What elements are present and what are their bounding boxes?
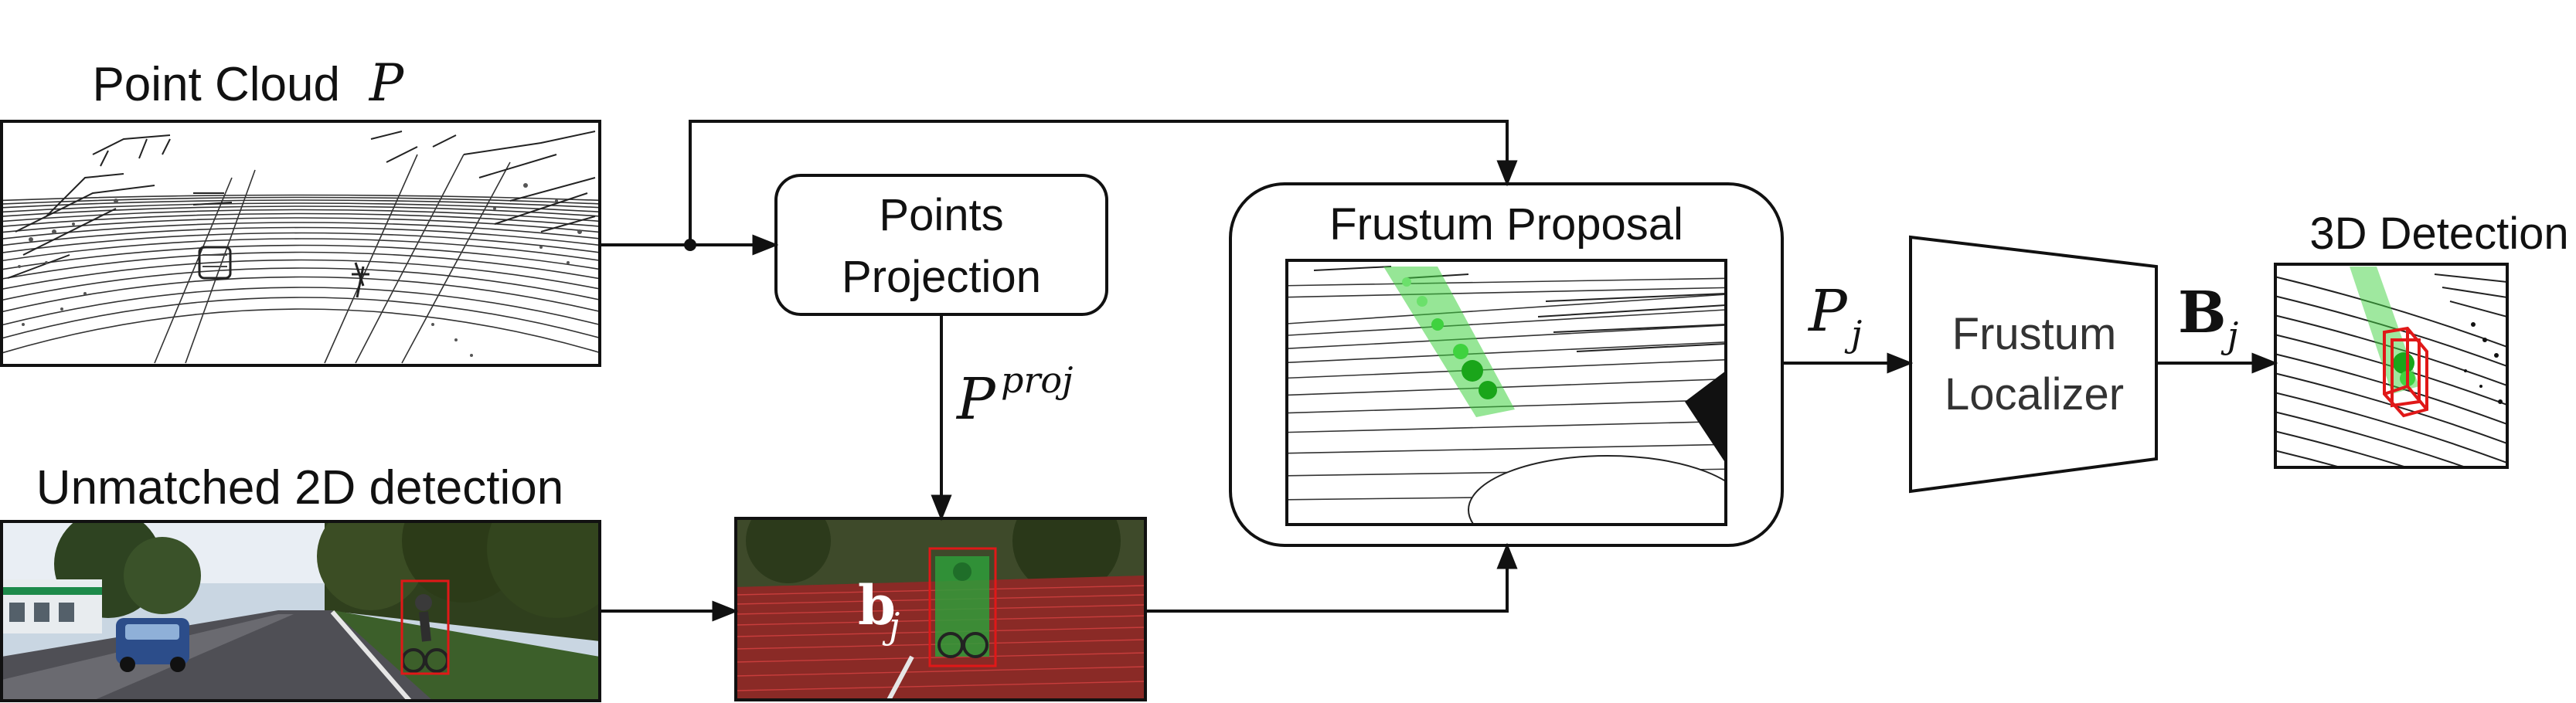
3d-detection-image	[2274, 263, 2509, 469]
frustum-proposal-image	[1285, 259, 1727, 526]
frustum-localizer-label-2: Localizer	[1945, 369, 2124, 419]
projected-points-image: b j	[734, 517, 1147, 701]
unmatched-2d-image	[0, 520, 601, 702]
frustum-points-symbol: P j	[1807, 278, 1862, 355]
frustum-proposal-block: Frustum Proposal	[1229, 182, 1784, 547]
unmatched-2d-title: Unmatched 2D detection	[36, 461, 563, 515]
frustum-localizer-label-1: Frustum	[1952, 309, 2117, 359]
points-projection-label-2: Projection	[842, 252, 1041, 302]
projection-superscript: proj	[1001, 359, 1073, 401]
3d-bounding-box	[2383, 326, 2428, 418]
bbox3d-b: B	[2178, 280, 2227, 346]
box-symbol: b	[858, 573, 896, 637]
frustum-localizer-block: Frustum Localizer	[1909, 235, 2158, 494]
point-cloud-label: Point Cloud P	[92, 53, 404, 113]
frustum-points-p: P	[1807, 278, 1848, 345]
point-cloud-image	[0, 120, 601, 367]
point-cloud-title: Point Cloud	[92, 58, 340, 111]
arrow-projected-to-frustum	[1145, 542, 1518, 613]
2d-detection-box	[400, 579, 450, 675]
frustum-green-points	[1383, 267, 1515, 417]
connections	[600, 120, 2278, 622]
point-cloud-symbol: P	[369, 53, 405, 113]
arrow-pc-to-frustum	[689, 120, 1518, 245]
points-projection-block: Points Projection	[774, 174, 1108, 316]
projected-box	[928, 547, 997, 667]
projection-symbol-p: P	[955, 366, 996, 433]
blue-car	[116, 618, 189, 672]
bbox3d-symbol: B j	[2178, 280, 2238, 356]
branch-junction-dot	[684, 239, 696, 251]
3d-detection-title: 3D Detection	[2309, 209, 2568, 259]
projection-symbol: P proj	[955, 359, 1073, 433]
points-projection-label-1: Points	[879, 190, 1003, 240]
frustum-proposal-title: Frustum Proposal	[1329, 199, 1683, 250]
car-in-point-cloud	[198, 246, 369, 298]
